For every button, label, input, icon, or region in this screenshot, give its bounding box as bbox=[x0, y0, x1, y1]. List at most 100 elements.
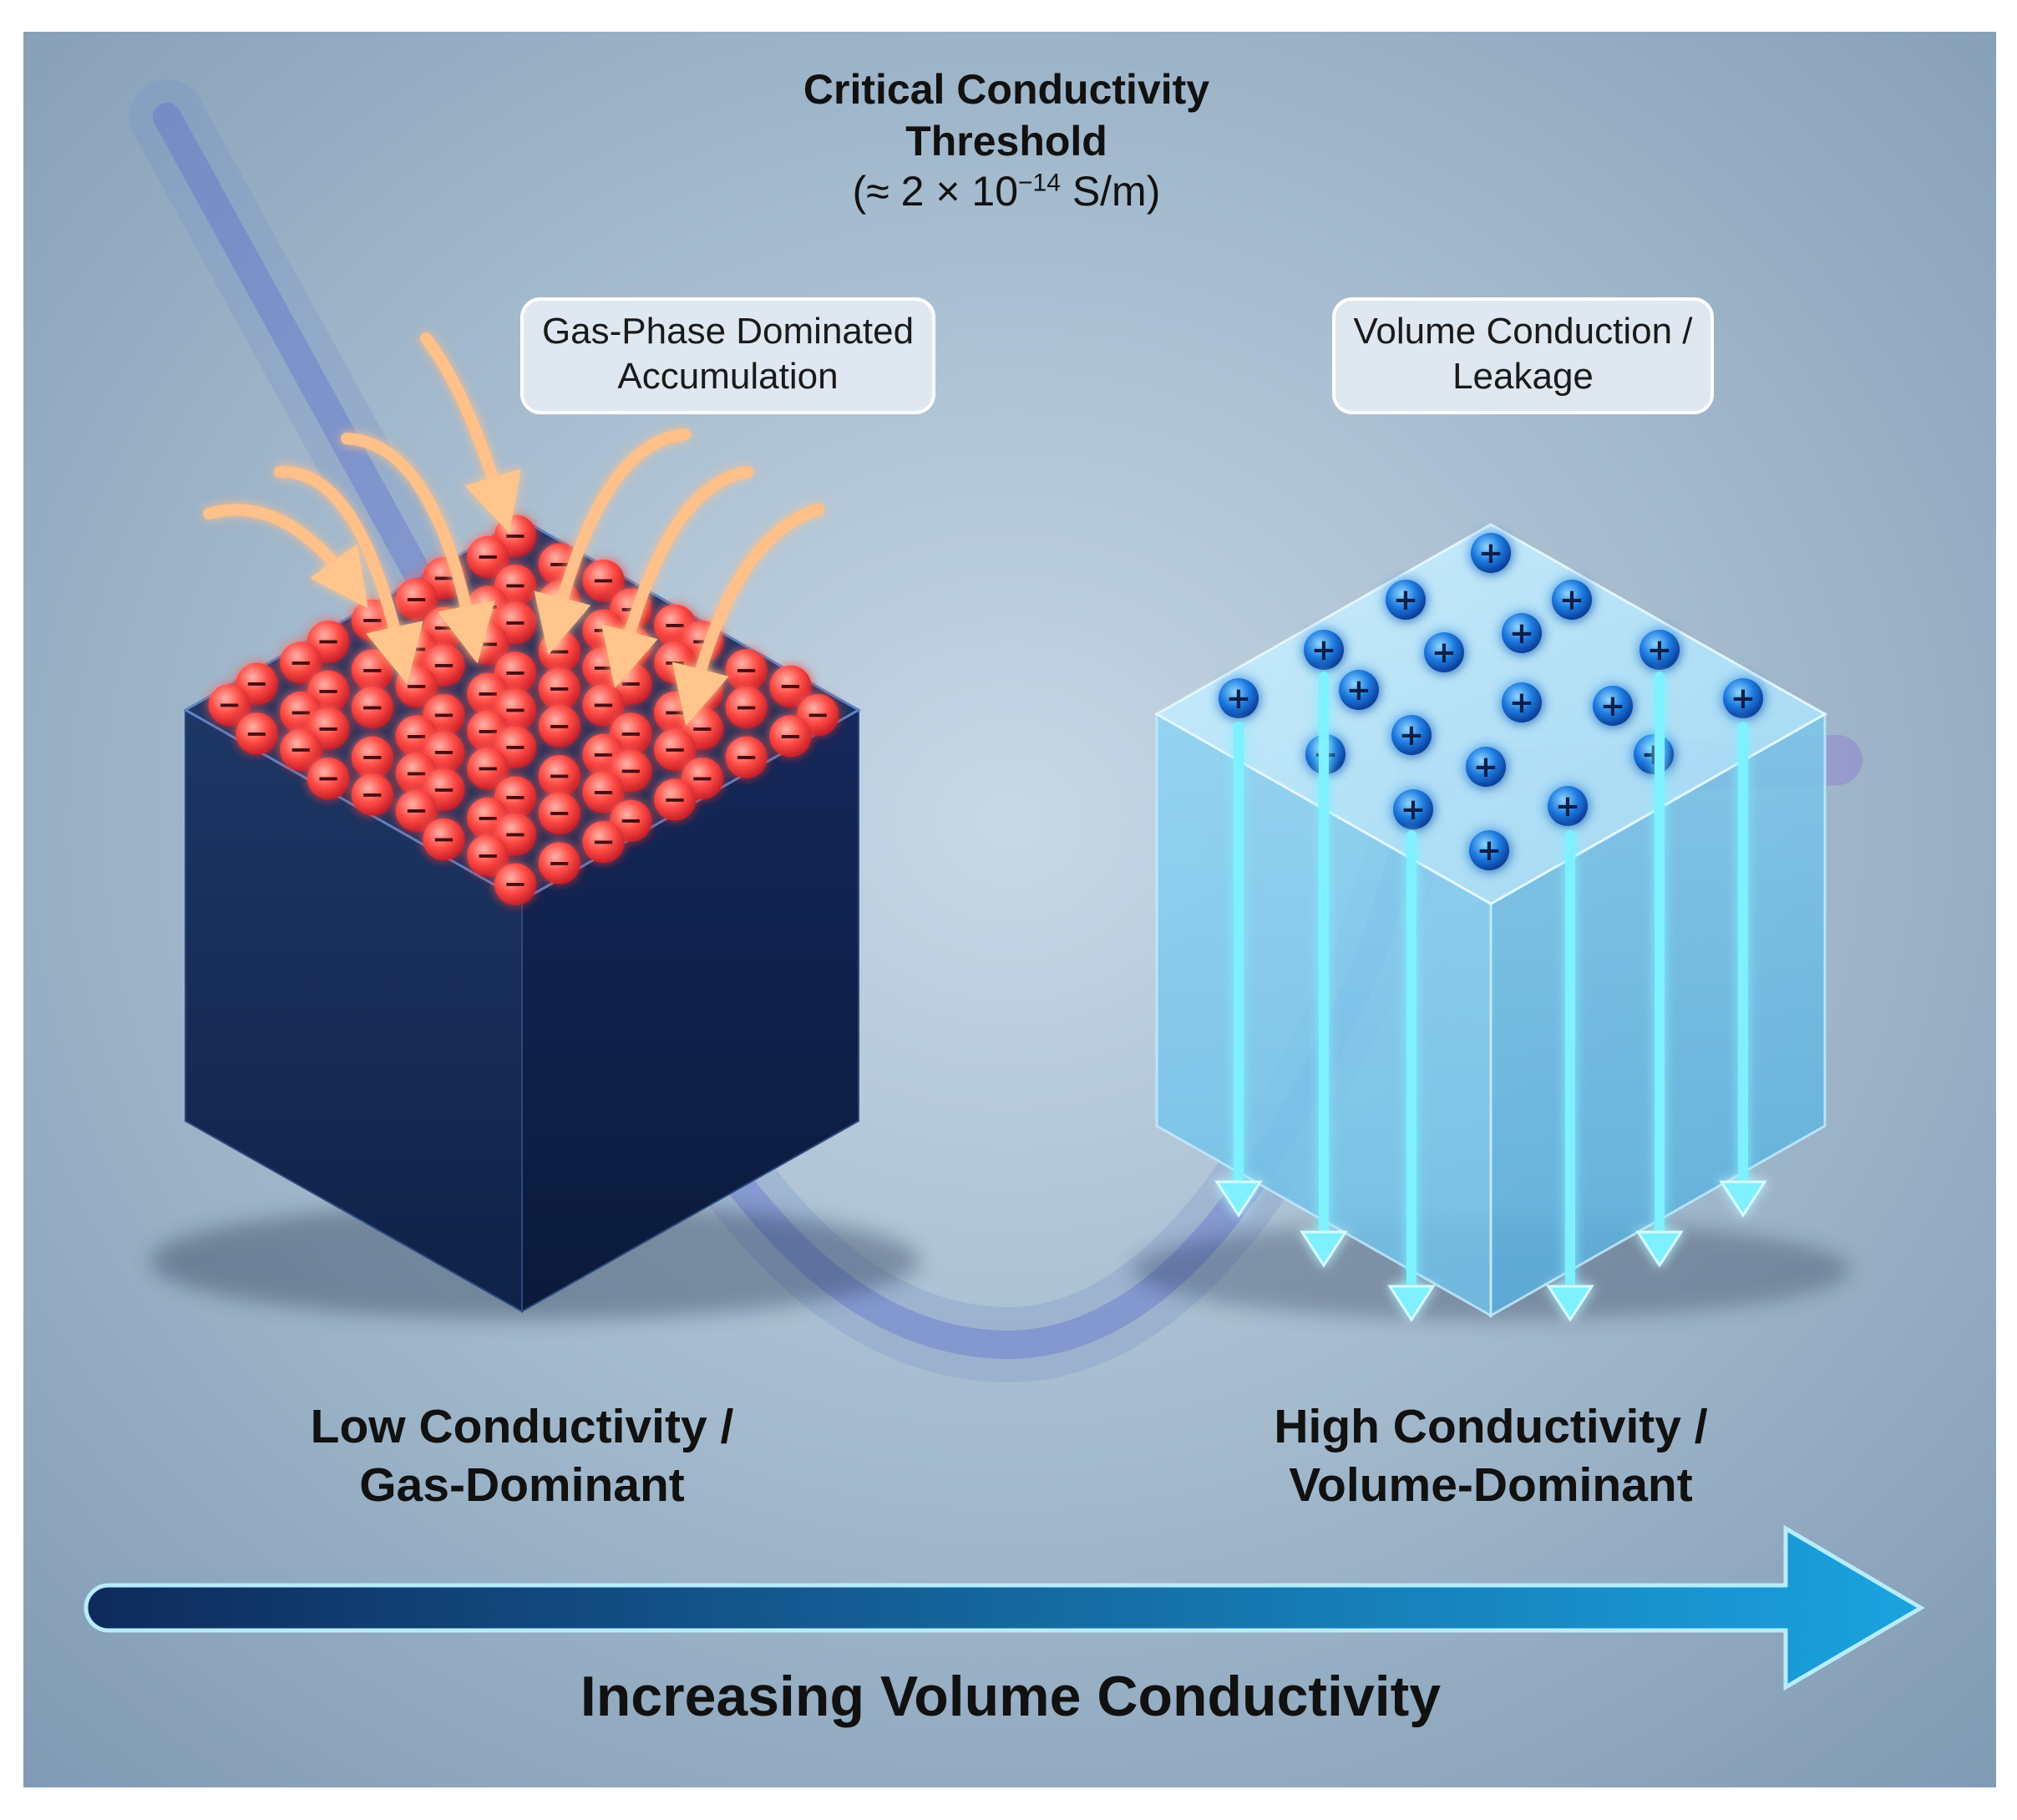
positive-charge: + bbox=[1723, 648, 1763, 718]
svg-text:−: − bbox=[404, 794, 428, 828]
svg-text:+: + bbox=[1559, 583, 1584, 617]
leakage-arrow bbox=[1300, 672, 1348, 1268]
svg-text:−: − bbox=[591, 775, 616, 809]
leakage-arrow bbox=[1635, 672, 1684, 1268]
positive-charge: + bbox=[1471, 449, 1511, 573]
svg-text:+: + bbox=[1731, 682, 1756, 716]
svg-text:−: − bbox=[476, 752, 500, 785]
negative-charge: − bbox=[538, 755, 580, 797]
svg-text:+: + bbox=[1393, 583, 1418, 617]
negative-charge: − bbox=[725, 649, 768, 692]
svg-text:−: − bbox=[548, 672, 572, 706]
negative-charge: − bbox=[351, 687, 393, 728]
negative-charge: − bbox=[467, 748, 509, 789]
svg-text:−: − bbox=[432, 823, 456, 856]
svg-text:−: − bbox=[591, 564, 616, 597]
svg-text:−: − bbox=[404, 670, 428, 703]
incoming-charge-arrow bbox=[203, 504, 368, 609]
svg-text:−: − bbox=[504, 868, 528, 901]
svg-text:−: − bbox=[663, 646, 687, 679]
svg-text:−: − bbox=[504, 780, 528, 814]
positive-charge: + bbox=[1466, 747, 1506, 787]
svg-text:−: − bbox=[504, 569, 528, 602]
threshold-value: (≈ 2 × 10−14 S/m) bbox=[735, 167, 1278, 215]
svg-text:−: − bbox=[663, 783, 687, 816]
positive-charge: + bbox=[1552, 525, 1592, 620]
negative-charge: − bbox=[582, 821, 625, 863]
svg-text:+: + bbox=[1432, 636, 1457, 670]
negative-charge: − bbox=[351, 649, 393, 692]
svg-text:−: − bbox=[432, 773, 456, 806]
negative-charge: − bbox=[280, 641, 322, 684]
svg-text:+: + bbox=[1477, 834, 1502, 868]
svg-text:−: − bbox=[361, 604, 385, 637]
svg-text:−: − bbox=[432, 736, 456, 769]
axis-label: Increasing Volume Conductivity bbox=[580, 1665, 1442, 1728]
svg-text:−: − bbox=[619, 717, 643, 750]
incoming-charge-arrow bbox=[601, 466, 753, 688]
negative-charge: − bbox=[395, 789, 438, 832]
svg-text:−: − bbox=[619, 804, 643, 838]
left-callout-line2: Accumulation bbox=[617, 356, 839, 397]
negative-charge: − bbox=[538, 842, 580, 885]
positive-charge: + bbox=[1634, 734, 1674, 774]
left-label-line1: Low Conductivity / bbox=[310, 1400, 734, 1453]
leakage-current-arrows bbox=[1214, 672, 1767, 1322]
incoming-charge-arrow bbox=[671, 504, 824, 726]
svg-text:+: + bbox=[1509, 686, 1534, 720]
positive-charge: + bbox=[1469, 830, 1509, 870]
svg-text:+: + bbox=[1555, 789, 1580, 824]
negative-charge: − bbox=[725, 687, 768, 728]
negative-charge: − bbox=[538, 631, 580, 672]
incoming-charge-arrow bbox=[420, 332, 521, 534]
negative-charge: − bbox=[654, 728, 697, 771]
svg-text:−: − bbox=[504, 818, 528, 851]
svg-text:−: − bbox=[734, 653, 758, 687]
positive-charge: + bbox=[1393, 789, 1433, 829]
right-label-line1: High Conductivity / bbox=[1274, 1400, 1708, 1453]
positive-charge: + bbox=[1219, 648, 1259, 718]
leakage-arrow bbox=[1214, 722, 1263, 1218]
svg-text:+: + bbox=[1473, 750, 1498, 784]
negative-charge: − bbox=[725, 736, 768, 778]
positive-charge: + bbox=[1424, 632, 1464, 672]
svg-text:−: − bbox=[619, 667, 643, 701]
threshold-value-exponent: −14 bbox=[1018, 169, 1061, 197]
svg-text:−: − bbox=[734, 741, 758, 774]
negative-charge: − bbox=[280, 728, 322, 771]
positive-charge: + bbox=[1548, 786, 1588, 826]
svg-text:−: − bbox=[361, 691, 385, 724]
negative-charge: − bbox=[467, 535, 509, 578]
negative-charge: − bbox=[467, 834, 509, 877]
svg-text:−: − bbox=[432, 698, 456, 732]
negative-charge: − bbox=[654, 778, 697, 821]
svg-text:−: − bbox=[548, 846, 572, 880]
negative-charge: − bbox=[423, 731, 465, 773]
conductivity-axis-arrow bbox=[84, 1524, 1925, 1691]
svg-text:−: − bbox=[361, 778, 385, 811]
left-callout-box bbox=[520, 297, 935, 414]
svg-text:−: − bbox=[317, 675, 341, 708]
incoming-charge-arrow bbox=[534, 428, 691, 655]
svg-text:−: − bbox=[218, 688, 242, 722]
svg-text:−: − bbox=[548, 709, 572, 743]
positive-charge: + bbox=[1639, 596, 1680, 670]
negative-charge: − bbox=[351, 773, 393, 816]
svg-text:+: + bbox=[1509, 616, 1534, 651]
positive-charge: + bbox=[1502, 613, 1542, 653]
svg-text:−: − bbox=[361, 653, 385, 687]
leakage-arrow bbox=[1546, 830, 1594, 1322]
svg-text:−: − bbox=[691, 762, 715, 795]
negative-charge: − bbox=[236, 712, 278, 755]
svg-text:−: − bbox=[317, 762, 341, 795]
svg-text:+: + bbox=[1226, 682, 1251, 716]
negative-charge: − bbox=[538, 705, 580, 748]
svg-text:+: + bbox=[1401, 793, 1426, 827]
svg-text:−: − bbox=[504, 519, 528, 552]
negative-charge: − bbox=[582, 771, 625, 814]
negative-charge: − bbox=[582, 560, 625, 601]
svg-text:−: − bbox=[361, 741, 385, 774]
threshold-value-prefix: (≈ 2 × 10 bbox=[852, 168, 1019, 215]
svg-text:+: + bbox=[1311, 633, 1336, 667]
